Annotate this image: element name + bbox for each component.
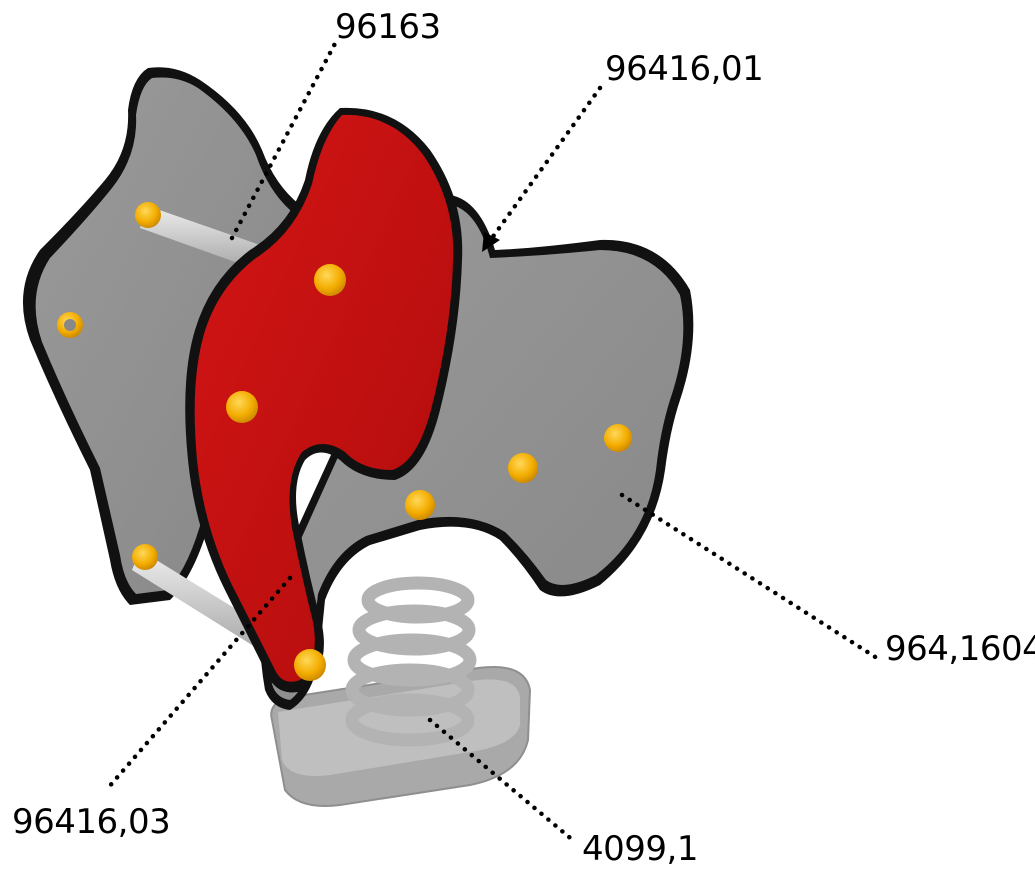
part-label-96163: 96163 <box>335 10 441 44</box>
bolt-cap <box>405 490 435 520</box>
part-label-96416-01: 96416,01 <box>605 52 763 86</box>
bolt-cap <box>604 424 632 452</box>
part-label-964-1604: 964,1604 <box>885 632 1035 666</box>
bolt-cap <box>294 649 326 681</box>
leader-line-964-1604 <box>622 495 880 660</box>
bolt-cap <box>314 264 346 296</box>
bolt-cap <box>508 453 538 483</box>
leader-line-96416-01 <box>492 88 600 238</box>
bolt-cap <box>135 202 161 228</box>
bolt-cap <box>132 544 158 570</box>
part-label-96416-03: 96416,03 <box>12 805 170 839</box>
part-label-4099-1: 4099,1 <box>582 832 698 866</box>
bolt-cap <box>226 391 258 423</box>
